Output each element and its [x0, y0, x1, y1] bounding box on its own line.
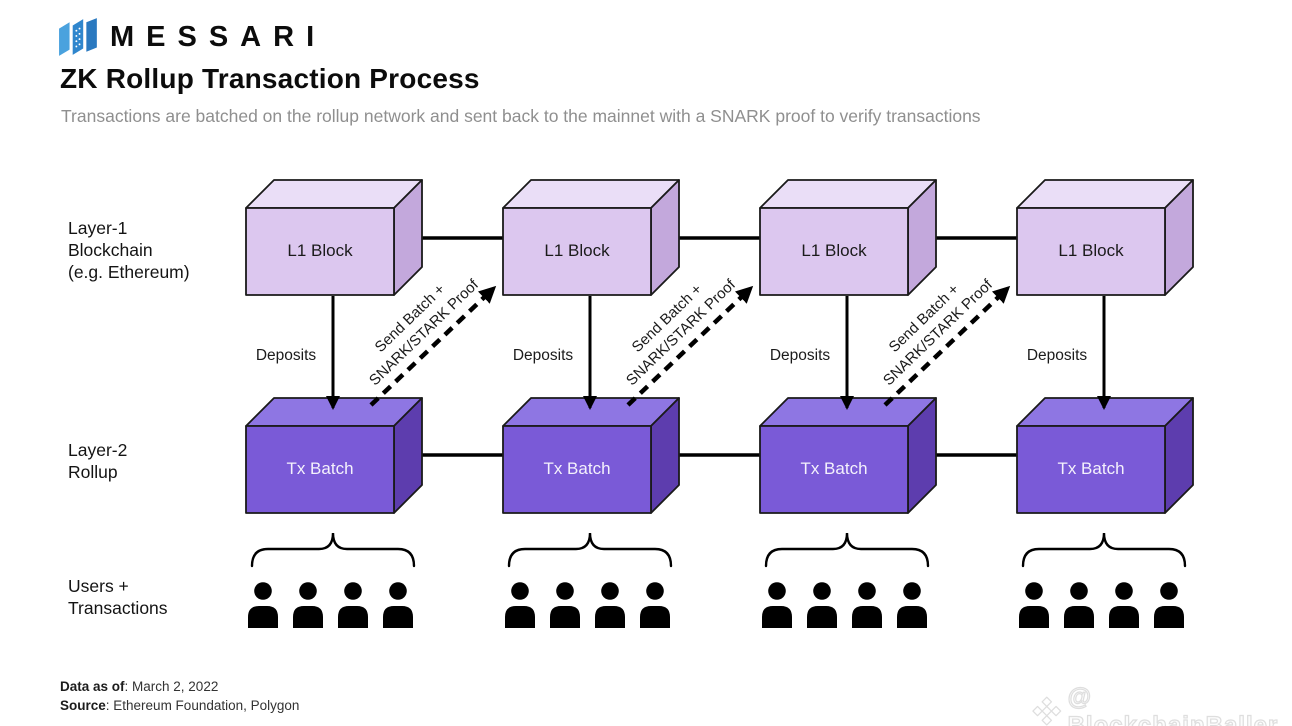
row-label-line: (e.g. Ethereum): [68, 262, 190, 282]
person-icon: [550, 582, 580, 628]
l1-block-box: [502, 179, 680, 296]
brace: [764, 531, 930, 568]
tx-batch-label: Tx Batch: [286, 459, 354, 478]
data-as-of-label: Data as of: [60, 679, 125, 694]
l1-block-label: L1 Block: [1058, 241, 1124, 260]
person-icon: [640, 582, 670, 628]
tx-batch-box: [759, 397, 937, 514]
person-icon: [1154, 582, 1184, 628]
source-label: Source: [60, 697, 106, 713]
user-group-braces: [250, 531, 1187, 568]
person-icon: [505, 582, 535, 628]
l1-block-box: [759, 179, 937, 296]
person-icon: [762, 582, 792, 628]
l1-block-boxes: [245, 179, 1194, 296]
user-icons: [248, 582, 1184, 628]
page-subtitle: Transactions are batched on the rollup n…: [61, 106, 981, 126]
messari-logo-icon: [59, 18, 97, 56]
send-batch-proof-arrows: [369, 285, 1011, 407]
watermark: @ BlockchainBaller: [1032, 683, 1292, 726]
tx-batch-box: [245, 397, 423, 514]
row-label-line: Layer-2: [68, 440, 128, 460]
tx-batch-boxes: [245, 397, 1194, 514]
deposit-arrows: [326, 296, 1111, 410]
data-as-of-value: : March 2, 2022: [124, 679, 219, 694]
tx-batch-box: [1016, 397, 1194, 514]
row-label-layer1: Layer-1 Blockchain (e.g. Ethereum): [68, 217, 190, 283]
tx-batch-box: [502, 397, 680, 514]
footer-meta: Data as of: March 2, 2022 Source: Ethere…: [60, 678, 299, 715]
row-label-line: Layer-1: [68, 218, 128, 238]
l1-block-label: L1 Block: [544, 241, 610, 260]
row-label-users: Users + Transactions: [68, 575, 168, 619]
person-icon: [1019, 582, 1049, 628]
row-label-line: Rollup: [68, 462, 118, 482]
person-icon: [383, 582, 413, 628]
deposits-label: Deposits: [512, 347, 574, 364]
person-icon: [807, 582, 837, 628]
row-label-line: Blockchain: [68, 240, 153, 260]
tx-batch-label: Tx Batch: [800, 459, 868, 478]
tx-batch-label: Tx Batch: [543, 459, 611, 478]
brace: [507, 531, 673, 568]
person-icon: [1109, 582, 1139, 628]
watermark-handle: @ BlockchainBaller: [1067, 683, 1279, 726]
messari-logo: MESSARI: [58, 18, 326, 56]
brand-wordmark: MESSARI: [110, 21, 327, 53]
page-title: ZK Rollup Transaction Process: [60, 63, 480, 94]
person-icon: [293, 582, 323, 628]
brace: [250, 531, 416, 568]
data-as-of-line: Data as of: March 2, 2022: [60, 678, 299, 697]
l1-block-box: [245, 179, 423, 296]
person-icon: [897, 582, 927, 628]
person-icon: [248, 582, 278, 628]
row-label-layer2: Layer-2 Rollup: [68, 439, 127, 483]
deposits-label: Deposits: [255, 347, 317, 364]
person-icon: [852, 582, 882, 628]
row-label-line: Transactions: [68, 598, 168, 618]
person-icon: [338, 582, 368, 628]
deposits-label: Deposits: [769, 347, 831, 364]
l1-block-label: L1 Block: [287, 241, 353, 260]
deposits-label: Deposits: [1026, 347, 1088, 364]
row-label-line: Users +: [68, 576, 129, 596]
person-icon: [595, 582, 625, 628]
l1-block-label: L1 Block: [801, 241, 867, 260]
person-icon: [1064, 582, 1094, 628]
brace: [1021, 531, 1187, 568]
watermark-diamond-icon: [1032, 696, 1062, 726]
tx-batch-label: Tx Batch: [1057, 459, 1125, 478]
l1-block-box: [1016, 179, 1194, 296]
source-value: : Ethereum Foundation, Polygon: [105, 697, 300, 713]
source-line: Source: Ethereum Foundation, Polygon: [60, 697, 299, 716]
